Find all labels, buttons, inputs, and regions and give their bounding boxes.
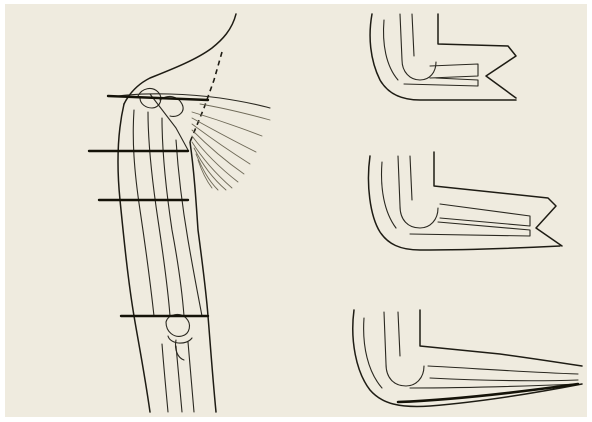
view2-forearm-bones [410, 204, 530, 236]
arm-muscle-line-1 [133, 110, 154, 316]
view3-outline-top [420, 310, 582, 366]
view2-outline-top [434, 152, 562, 246]
view3-humerus-2 [398, 312, 400, 356]
view1-outline-upper [370, 14, 516, 100]
view1-humerus [400, 14, 436, 80]
arm-muscle-line-2 [148, 112, 170, 316]
shoulder-dashed-line [190, 52, 222, 142]
elbow-view-3 [353, 310, 582, 406]
elbow-bones [162, 315, 194, 412]
view1-forearm-bones [404, 64, 478, 86]
view1-inner-contour [384, 20, 398, 80]
view1-humerus-2 [412, 14, 414, 56]
scapula-hatching [192, 104, 270, 190]
shoulder-outline [124, 14, 236, 104]
view2-inner-contour [382, 162, 396, 228]
view3-humerus [384, 312, 424, 386]
arm-diagram [89, 14, 270, 412]
view3-outline-upper [353, 310, 582, 406]
elbow-view-2 [368, 152, 562, 250]
level-line-1 [108, 96, 208, 100]
view2-humerus-2 [410, 156, 412, 200]
acromion-detail [150, 94, 188, 150]
view3-forearm-bones [410, 366, 578, 388]
view2-humerus [398, 156, 438, 228]
humerus-line [162, 118, 184, 316]
view2-outline-upper [368, 156, 560, 250]
elbow-view-1 [370, 14, 516, 100]
view3-inner-contour [364, 318, 382, 388]
